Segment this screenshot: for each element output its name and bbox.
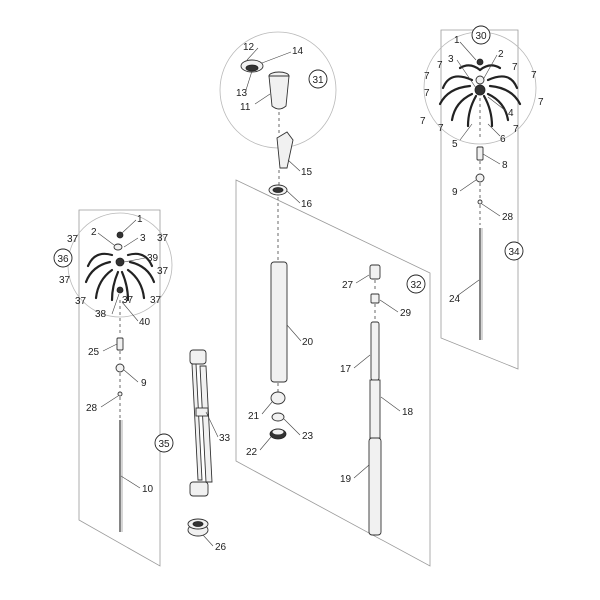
part-label-8: 8 [502, 160, 508, 171]
part-label-37-b: 37 [157, 233, 169, 244]
part-label-27: 27 [342, 280, 354, 291]
part-label-38: 38 [95, 309, 107, 320]
part-label-7-e: 7 [424, 88, 430, 99]
part-label-10: 10 [142, 484, 154, 495]
part-label-37-f: 37 [150, 295, 162, 306]
part-label-7-i: 7 [513, 124, 519, 135]
part-label-6: 6 [500, 134, 506, 145]
part-label-21: 21 [248, 411, 260, 422]
part-label-37-d: 37 [59, 275, 71, 286]
part-label-7-a: 7 [437, 60, 443, 71]
assembly-20-23 [269, 197, 288, 440]
group-label-35: 35 [158, 439, 170, 450]
leader-lines [97, 41, 507, 547]
assembly-33-26 [187, 349, 213, 537]
part-label-7-h: 7 [438, 123, 444, 134]
part-label-37-e: 37 [75, 296, 87, 307]
panel-30-34 [440, 29, 519, 370]
part-label-26: 26 [215, 542, 227, 553]
part-label-3-left: 3 [140, 233, 146, 244]
panel-35-36 [78, 209, 161, 567]
assembly-30-34 [438, 58, 522, 340]
part-labels: 12 14 13 11 15 16 20 21 23 22 27 29 17 1… [59, 35, 544, 553]
assembly-31 [240, 59, 294, 196]
assembly-36-35 [84, 231, 156, 532]
assembly-32 [368, 264, 382, 536]
group-label-32: 32 [410, 280, 422, 291]
part-label-29: 29 [400, 308, 412, 319]
part-label-4: 4 [508, 108, 514, 119]
panel-31-32 [235, 179, 431, 567]
part-label-9-left: 9 [141, 378, 147, 389]
part-label-23: 23 [302, 431, 314, 442]
part-label-7-g: 7 [420, 116, 426, 127]
group-label-34: 34 [508, 247, 520, 258]
part-label-14: 14 [292, 46, 304, 57]
group-label-31: 31 [312, 75, 324, 86]
part-label-2-top: 2 [498, 49, 504, 60]
part-label-7-c: 7 [424, 71, 430, 82]
part-label-11: 11 [240, 102, 251, 113]
part-label-2-left: 2 [91, 227, 97, 238]
part-label-3-top: 3 [448, 54, 454, 65]
part-label-20: 20 [302, 337, 314, 348]
part-label-37-g: 37 [122, 295, 134, 306]
group-callouts: 30 31 32 34 35 36 [53, 25, 524, 453]
group-label-30: 30 [475, 31, 487, 42]
part-label-5: 5 [452, 139, 458, 150]
part-label-9-right: 9 [452, 187, 458, 198]
part-label-24: 24 [449, 294, 461, 305]
part-label-37-c: 37 [157, 266, 169, 277]
part-label-22: 22 [246, 447, 258, 458]
part-label-12: 12 [243, 42, 255, 53]
part-label-7-f: 7 [538, 97, 544, 108]
part-label-13: 13 [236, 88, 248, 99]
part-label-25: 25 [88, 347, 100, 358]
part-label-39: 39 [147, 253, 159, 264]
part-label-17: 17 [340, 364, 352, 375]
part-label-33: 33 [219, 433, 231, 444]
part-label-7-b: 7 [512, 62, 518, 73]
part-label-18: 18 [402, 407, 414, 418]
part-label-37-a: 37 [67, 234, 79, 245]
part-label-19: 19 [340, 474, 352, 485]
part-label-28-left: 28 [86, 403, 98, 414]
part-label-40: 40 [139, 317, 151, 328]
part-label-28-right: 28 [502, 212, 514, 223]
part-label-1-left: 1 [137, 214, 143, 225]
part-label-1-top: 1 [454, 35, 460, 46]
part-label-16: 16 [301, 199, 313, 210]
group-label-36: 36 [57, 254, 69, 265]
part-label-15: 15 [301, 167, 313, 178]
part-label-7-d: 7 [531, 70, 537, 81]
